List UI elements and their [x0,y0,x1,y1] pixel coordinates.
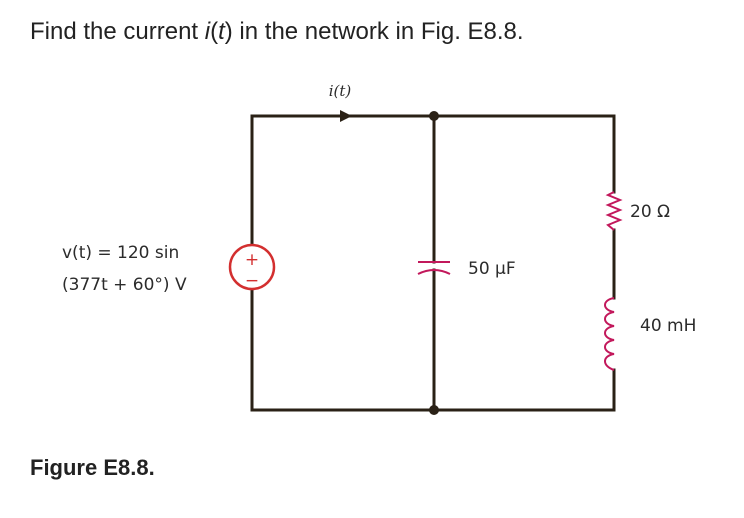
question-var-t: t [218,18,225,45]
voltage-source [228,243,276,291]
figure-caption: Figure E8.8. [30,455,155,480]
capacitor-label: 50 μF [468,259,516,279]
question-paren: ( [210,18,219,45]
resistor-label: 20 Ω [630,202,670,222]
junction-dot-top [429,111,439,121]
current-arrow [340,110,352,122]
source-label-line1: v(t) = 120 sin [62,243,179,263]
capacitor [417,261,451,275]
junction-dot-bottom [429,405,439,415]
current-label: i(t) [329,82,352,100]
question-text: Find the current i(t) in the network in … [30,18,524,46]
resistor [605,191,623,231]
source-minus-sign: − [245,271,259,291]
source-plus-sign: + [245,250,259,270]
source-label-line2: (377t + 60°) V [62,275,187,295]
inductor [604,297,615,371]
question-prefix: Find the current [30,18,205,45]
question-suffix: ) in the network in Fig. E8.8. [224,18,524,45]
question-var-i: i [204,18,211,45]
inductor-label: 40 mH [640,316,696,336]
